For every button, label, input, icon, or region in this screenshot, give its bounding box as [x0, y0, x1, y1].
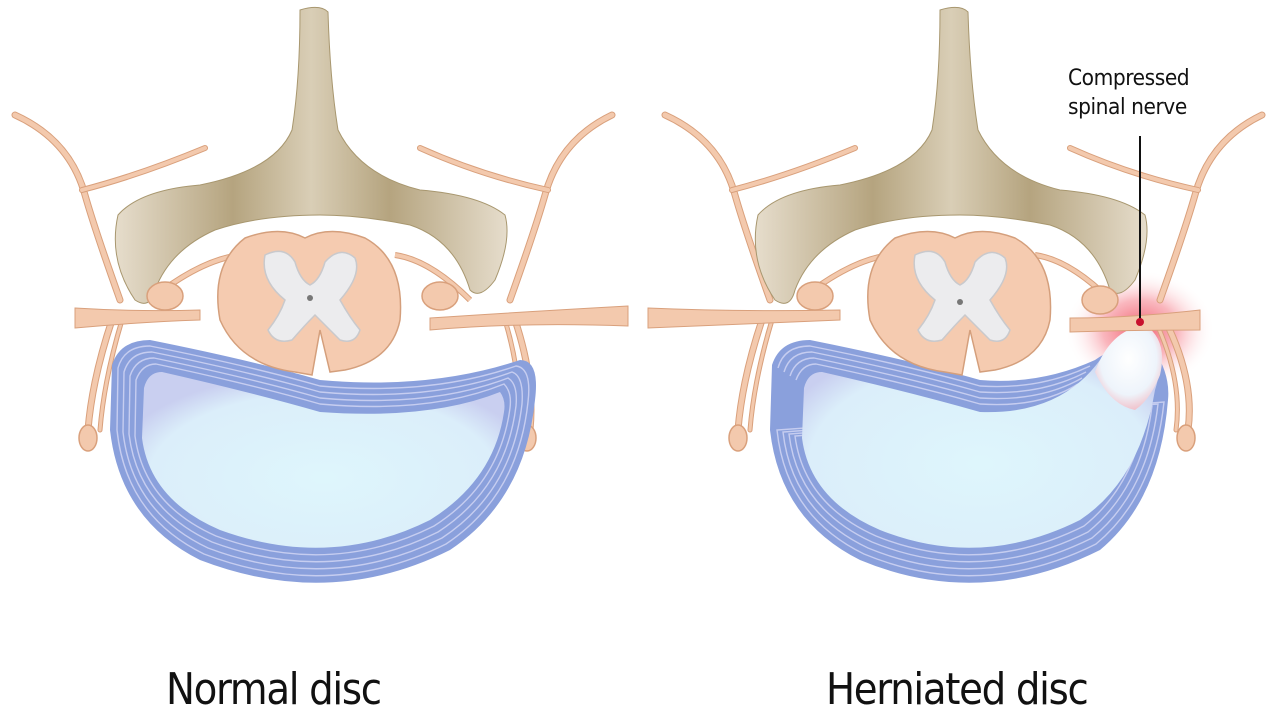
panel-herniated-disc: Herniated disc [640, 0, 1280, 720]
herniated-intervertebral-disc [770, 325, 1169, 583]
spinal-cord [217, 230, 402, 376]
nucleus-pulposus [142, 372, 505, 548]
herniated-disc-illustration [647, 6, 1266, 583]
nerve-end-left [78, 424, 98, 452]
dorsal-root-ganglion-left [146, 281, 184, 311]
spinal-nerve-horizontal [647, 252, 1201, 333]
central-canal [307, 295, 313, 301]
dorsal-root-ganglion-right [421, 281, 459, 311]
grey-matter [913, 250, 1011, 342]
nucleus-pulposus [802, 337, 1159, 548]
caption-herniated-disc: Herniated disc [826, 664, 1089, 715]
spinal-cord [867, 230, 1052, 376]
vertebra-bone [754, 6, 1148, 304]
vertebra-bone [114, 6, 508, 304]
caption-normal-disc: Normal disc [166, 664, 382, 715]
normal-disc-illustration [11, 6, 629, 583]
panel-normal-disc: Normal disc [11, 6, 629, 715]
central-canal [957, 299, 963, 305]
compression-point-dot [1136, 318, 1144, 326]
callout-line-2: spinal nerve [1068, 95, 1187, 120]
intervertebral-disc [110, 340, 536, 583]
callout-compressed-spinal-nerve: Compressed spinal nerve [1068, 64, 1190, 122]
callout-line-1: Compressed [1068, 66, 1190, 91]
spinal-nerve-branches [661, 111, 1266, 434]
herniation-bulge [1095, 325, 1163, 410]
